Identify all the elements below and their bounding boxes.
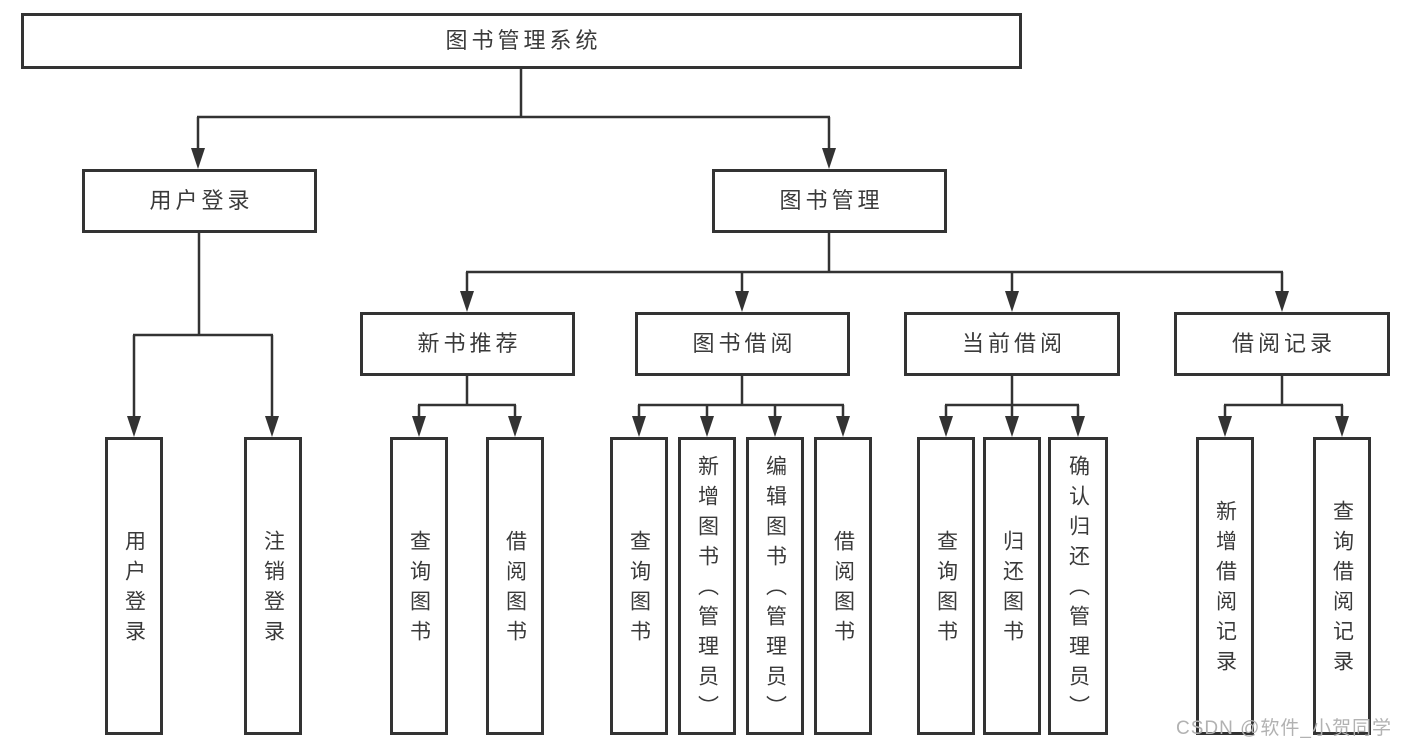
node-label: 编辑图书（管理员）: [763, 455, 787, 725]
node-leaf-query-books: 查询图书: [610, 437, 668, 735]
node-leaf-user-login: 用户登录: [105, 437, 163, 735]
node-label: 用户登录: [122, 530, 146, 650]
node-book-management: 图书管理: [712, 169, 947, 233]
node-label: 借阅图书: [503, 530, 527, 650]
node-leaf-logout: 注销登录: [244, 437, 302, 735]
node-leaf-add-books-admin: 新增图书（管理员）: [678, 437, 736, 735]
node-label: 新书推荐: [417, 331, 522, 356]
node-label: 查询借阅记录: [1330, 500, 1354, 680]
node-label: 图书借阅: [692, 331, 797, 356]
node-label: 新增图书（管理员）: [695, 455, 719, 725]
node-leaf-add-borrow-record: 新增借阅记录: [1196, 437, 1254, 735]
node-new-book-recommendation: 新书推荐: [360, 312, 575, 376]
node-library-management-system: 图书管理系统: [21, 13, 1022, 69]
node-label: 注销登录: [261, 530, 285, 650]
node-leaf-confirm-return-admin: 确认归还（管理员）: [1048, 437, 1108, 735]
node-current-borrowing: 当前借阅: [904, 312, 1120, 376]
node-label: 查询图书: [934, 530, 958, 650]
node-label: 借阅图书: [831, 530, 855, 650]
node-label: 归还图书: [1000, 530, 1024, 650]
node-label: 查询图书: [407, 530, 431, 650]
node-label: 图书管理系统: [445, 28, 602, 53]
csdn-watermark: CSDN @软件_小贺同学: [1176, 718, 1392, 739]
node-leaf-query-borrow-record: 查询借阅记录: [1313, 437, 1371, 735]
node-borrowing-records: 借阅记录: [1174, 312, 1390, 376]
node-label: 图书管理: [779, 188, 884, 213]
node-leaf-borrow-books: 借阅图书: [814, 437, 872, 735]
node-label: 新增借阅记录: [1213, 500, 1237, 680]
node-leaf-edit-books-admin: 编辑图书（管理员）: [746, 437, 804, 735]
node-label: 确认归还（管理员）: [1066, 455, 1090, 725]
node-book-borrowing: 图书借阅: [635, 312, 850, 376]
node-label: 当前借阅: [961, 331, 1066, 356]
node-leaf-borrow-books: 借阅图书: [486, 437, 544, 735]
node-leaf-return-books: 归还图书: [983, 437, 1041, 735]
node-leaf-query-books: 查询图书: [917, 437, 975, 735]
node-user-login: 用户登录: [82, 169, 317, 233]
node-label: 查询图书: [627, 530, 651, 650]
node-label: 用户登录: [149, 188, 254, 213]
node-label: 借阅记录: [1231, 331, 1336, 356]
node-leaf-query-books: 查询图书: [390, 437, 448, 735]
